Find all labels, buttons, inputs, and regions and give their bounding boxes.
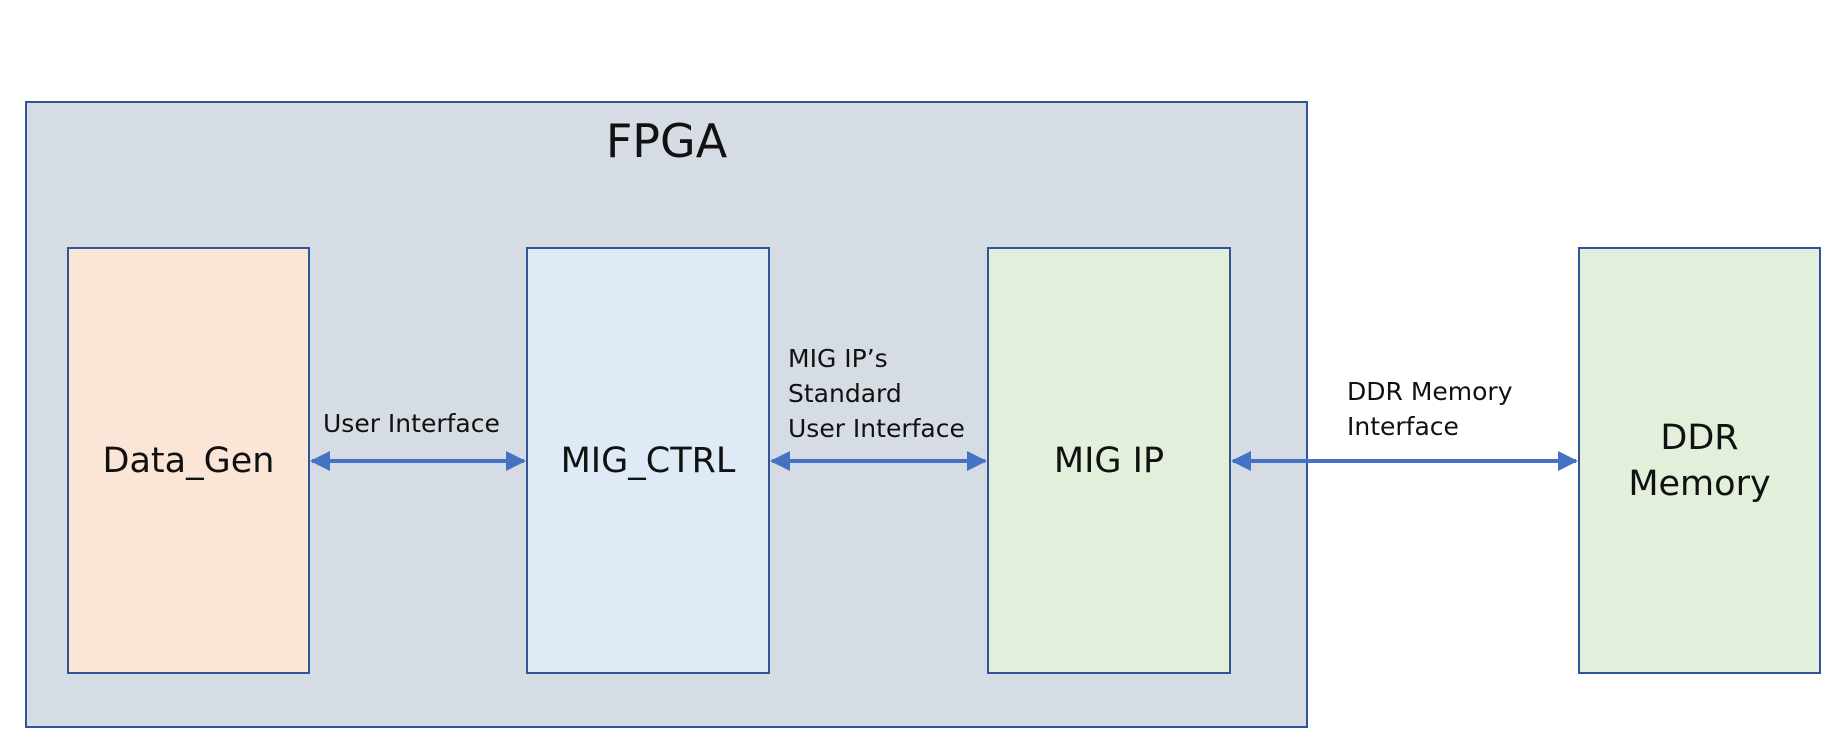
mig-ip-standard-interface-label-line-2: Standard bbox=[788, 379, 902, 408]
ddr-memory-label-line-2: Memory bbox=[1628, 463, 1771, 504]
mig-ctrl-label: MIG_CTRL bbox=[560, 440, 736, 481]
ddr-memory-interface-label-line-1: DDR Memory bbox=[1347, 377, 1513, 406]
ddr-memory-interface-label: DDR Memory Interface bbox=[1347, 374, 1513, 444]
data-gen-label: Data_Gen bbox=[102, 440, 275, 481]
mig-ip-label: MIG IP bbox=[1053, 440, 1165, 481]
ddr-memory-label-line-1: DDR bbox=[1660, 417, 1739, 458]
mig-ctrl-block: MIG_CTRL bbox=[526, 247, 770, 674]
mig-ip-standard-interface-label-line-3: User Interface bbox=[788, 414, 965, 443]
ddr-memory-block: DDR Memory bbox=[1578, 247, 1821, 674]
ddr-memory-label: DDR Memory bbox=[1628, 415, 1770, 507]
mig-ip-standard-interface-label: MIG IP’s Standard User Interface bbox=[788, 341, 965, 446]
mig-ip-block: MIG IP bbox=[987, 247, 1231, 674]
data-gen-block: Data_Gen bbox=[67, 247, 310, 674]
mig-ip-standard-interface-label-line-1: MIG IP’s bbox=[788, 344, 888, 373]
ddr-memory-interface-label-line-2: Interface bbox=[1347, 412, 1459, 441]
user-interface-label-line-1: User Interface bbox=[323, 409, 500, 438]
user-interface-label: User Interface bbox=[323, 406, 500, 441]
fpga-title: FPGA bbox=[605, 114, 728, 168]
